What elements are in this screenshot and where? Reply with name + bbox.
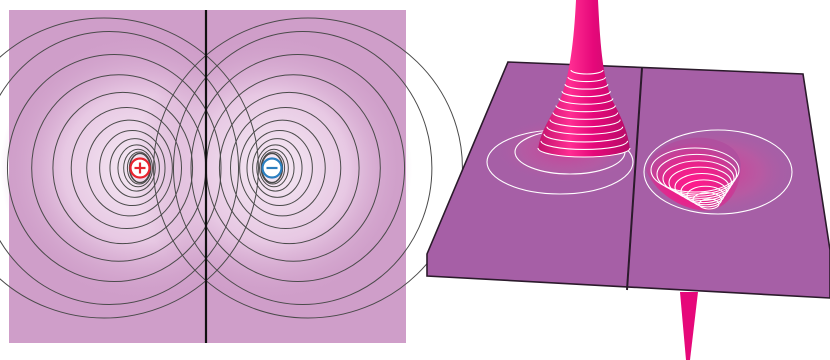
- positive-charge: [129, 157, 151, 179]
- well-contour: [650, 147, 740, 193]
- well-contour: [668, 166, 733, 199]
- equipotential-line: [86, 119, 173, 217]
- well-contour: [680, 179, 728, 204]
- equipotential-line: [0, 17, 259, 319]
- equipotential-line: [117, 144, 156, 192]
- peak-contour: [567, 76, 607, 83]
- peak-contour: [564, 83, 609, 90]
- peak-contour: [540, 140, 629, 150]
- left-panel: [0, 10, 463, 343]
- equipotential-line: [123, 148, 153, 188]
- well-contour: [656, 153, 738, 195]
- equipotential-line: [0, 31, 240, 305]
- well-contour-lines: [650, 147, 740, 210]
- well-contour: [698, 198, 720, 210]
- well-plane-contour: [643, 129, 793, 215]
- peak-contour: [555, 105, 616, 113]
- equipotential-line: [52, 91, 194, 245]
- well-spike-below: [680, 292, 698, 360]
- equipotential-line: [6, 53, 222, 283]
- equipotential-line: [252, 138, 303, 198]
- peak-contour: [543, 133, 626, 143]
- equipotential-line: [246, 129, 313, 207]
- equipotential-line: [239, 119, 326, 217]
- well-plane-contours: [643, 129, 793, 215]
- equipotential-line: [190, 53, 406, 283]
- right-panel: [426, 0, 830, 360]
- equipotential-line: [229, 106, 342, 230]
- equipotential-line: [260, 151, 286, 185]
- well-contour: [662, 160, 735, 197]
- positive-equipotential-lines: [0, 17, 259, 319]
- peak-contour: [570, 69, 604, 75]
- equipotential-line: [126, 151, 152, 185]
- peak-contour: [552, 112, 619, 120]
- peak-contour-lines: [537, 69, 631, 158]
- positive-peak: [538, 0, 630, 158]
- equipotential-line: [99, 129, 166, 207]
- equipotential-line: [256, 144, 295, 192]
- equipotential-line: [70, 106, 183, 230]
- peak-contour: [561, 91, 611, 98]
- peak-contour: [546, 126, 624, 135]
- negative-charge: [261, 157, 283, 179]
- equipotential-line: [172, 30, 433, 306]
- well-contour: [686, 185, 725, 206]
- well-contour: [692, 192, 723, 208]
- peak-contour: [537, 147, 631, 158]
- equipotential-line: [218, 91, 360, 245]
- equipotential-line: [259, 148, 289, 188]
- peak-contour: [549, 119, 621, 128]
- plane-divider-line: [626, 67, 643, 291]
- equipotential-line: [109, 138, 160, 198]
- peak-contour: [558, 98, 614, 105]
